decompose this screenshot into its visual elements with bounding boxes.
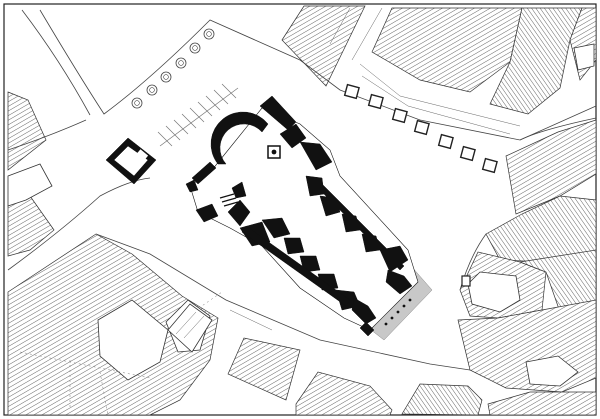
building-south-2 bbox=[295, 371, 393, 416]
building-south-1 bbox=[227, 337, 301, 401]
planter bbox=[391, 107, 408, 124]
planters bbox=[343, 83, 498, 174]
trees bbox=[131, 28, 215, 109]
tree bbox=[189, 42, 201, 54]
courtyard-south-east-2 bbox=[525, 355, 579, 387]
building-east-2 bbox=[485, 195, 597, 263]
tree bbox=[131, 97, 143, 109]
planter bbox=[437, 133, 454, 150]
street-lines bbox=[7, 7, 597, 416]
courtyard-west bbox=[7, 163, 53, 207]
planter bbox=[481, 157, 498, 174]
small-structure-south-west bbox=[167, 303, 213, 353]
courtyard-south-east bbox=[467, 271, 521, 313]
planter bbox=[343, 83, 360, 100]
tree bbox=[146, 84, 158, 96]
building-south-3 bbox=[401, 383, 483, 416]
kiosk bbox=[105, 137, 157, 185]
planter bbox=[413, 119, 430, 136]
building-south-4 bbox=[487, 391, 597, 416]
building-west-1 bbox=[7, 91, 47, 171]
tree bbox=[203, 28, 215, 40]
tree bbox=[175, 57, 187, 69]
planter bbox=[459, 145, 476, 162]
church-nave bbox=[189, 107, 419, 331]
church-apse bbox=[210, 111, 269, 165]
small-marker-east bbox=[461, 275, 471, 287]
building-west-2 bbox=[7, 195, 55, 257]
building-north-east-2 bbox=[489, 7, 583, 115]
courtyard-south-west bbox=[97, 299, 169, 381]
courtyard-north-east bbox=[573, 43, 595, 71]
building-east-1 bbox=[505, 119, 597, 215]
planter bbox=[367, 93, 384, 110]
tree bbox=[160, 71, 172, 83]
building-north-center bbox=[281, 5, 366, 87]
parking-stripes bbox=[157, 83, 239, 147]
building-north-east bbox=[371, 7, 523, 93]
church bbox=[185, 95, 433, 341]
